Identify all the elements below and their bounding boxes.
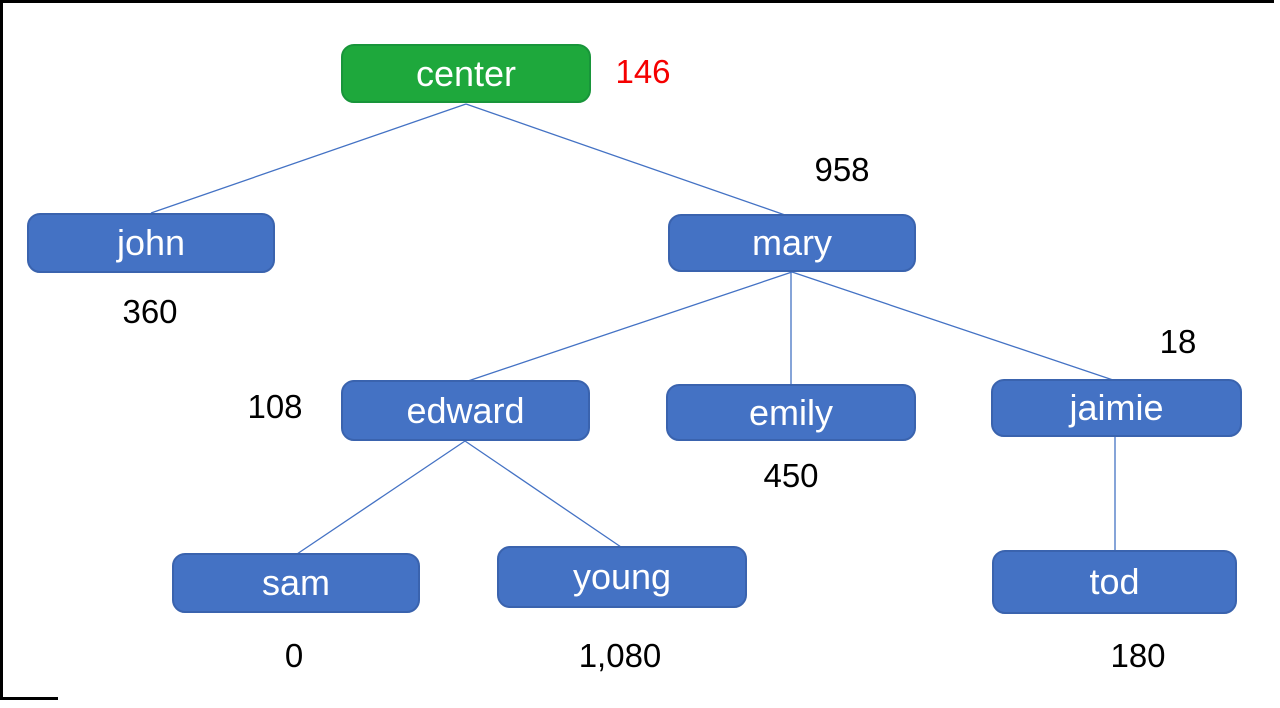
node-label-jaimie: jaimie	[1069, 387, 1164, 428]
edge-center-mary	[465, 103, 786, 216]
node-value-mary: 958	[814, 151, 870, 188]
tree-node-jaimie: jaimie	[991, 379, 1242, 437]
edge-edward-sam	[296, 440, 466, 555]
tree-node-john: john	[27, 213, 275, 273]
node-value-jaimie: 18	[1159, 323, 1197, 360]
tree-node-mary: mary	[668, 214, 916, 272]
node-value-tod: 180	[1110, 637, 1166, 674]
node-label-sam: sam	[261, 562, 330, 603]
node-label-center: center	[415, 52, 517, 94]
node-label-young: young	[572, 556, 672, 597]
edge-mary-edward	[467, 271, 793, 382]
tree-node-emily: emily	[666, 384, 916, 441]
frame-border-top	[0, 0, 1274, 3]
frame-border-bottom-left	[0, 697, 58, 700]
tree-node-young: young	[497, 546, 747, 608]
node-value-sam: 0	[284, 637, 304, 674]
tree-node-sam: sam	[172, 553, 420, 613]
node-label-tod: tod	[1089, 561, 1140, 602]
node-value-center: 146	[615, 53, 671, 90]
frame-border-left	[0, 0, 3, 698]
node-label-mary: mary	[752, 222, 832, 263]
tree-node-center: center	[341, 44, 591, 103]
edge-center-john	[150, 103, 467, 214]
node-label-edward: edward	[406, 389, 525, 431]
tree-node-edward: edward	[341, 380, 590, 441]
node-value-young: 1,080	[578, 637, 662, 674]
edge-edward-young	[464, 440, 622, 548]
node-value-emily: 450	[763, 457, 819, 494]
node-value-edward: 108	[247, 388, 303, 425]
node-label-emily: emily	[748, 391, 833, 433]
tree-node-tod: tod	[992, 550, 1237, 614]
node-value-john: 360	[122, 293, 178, 330]
node-label-john: john	[116, 222, 186, 263]
edge-mary-jaimie	[791, 271, 1114, 381]
